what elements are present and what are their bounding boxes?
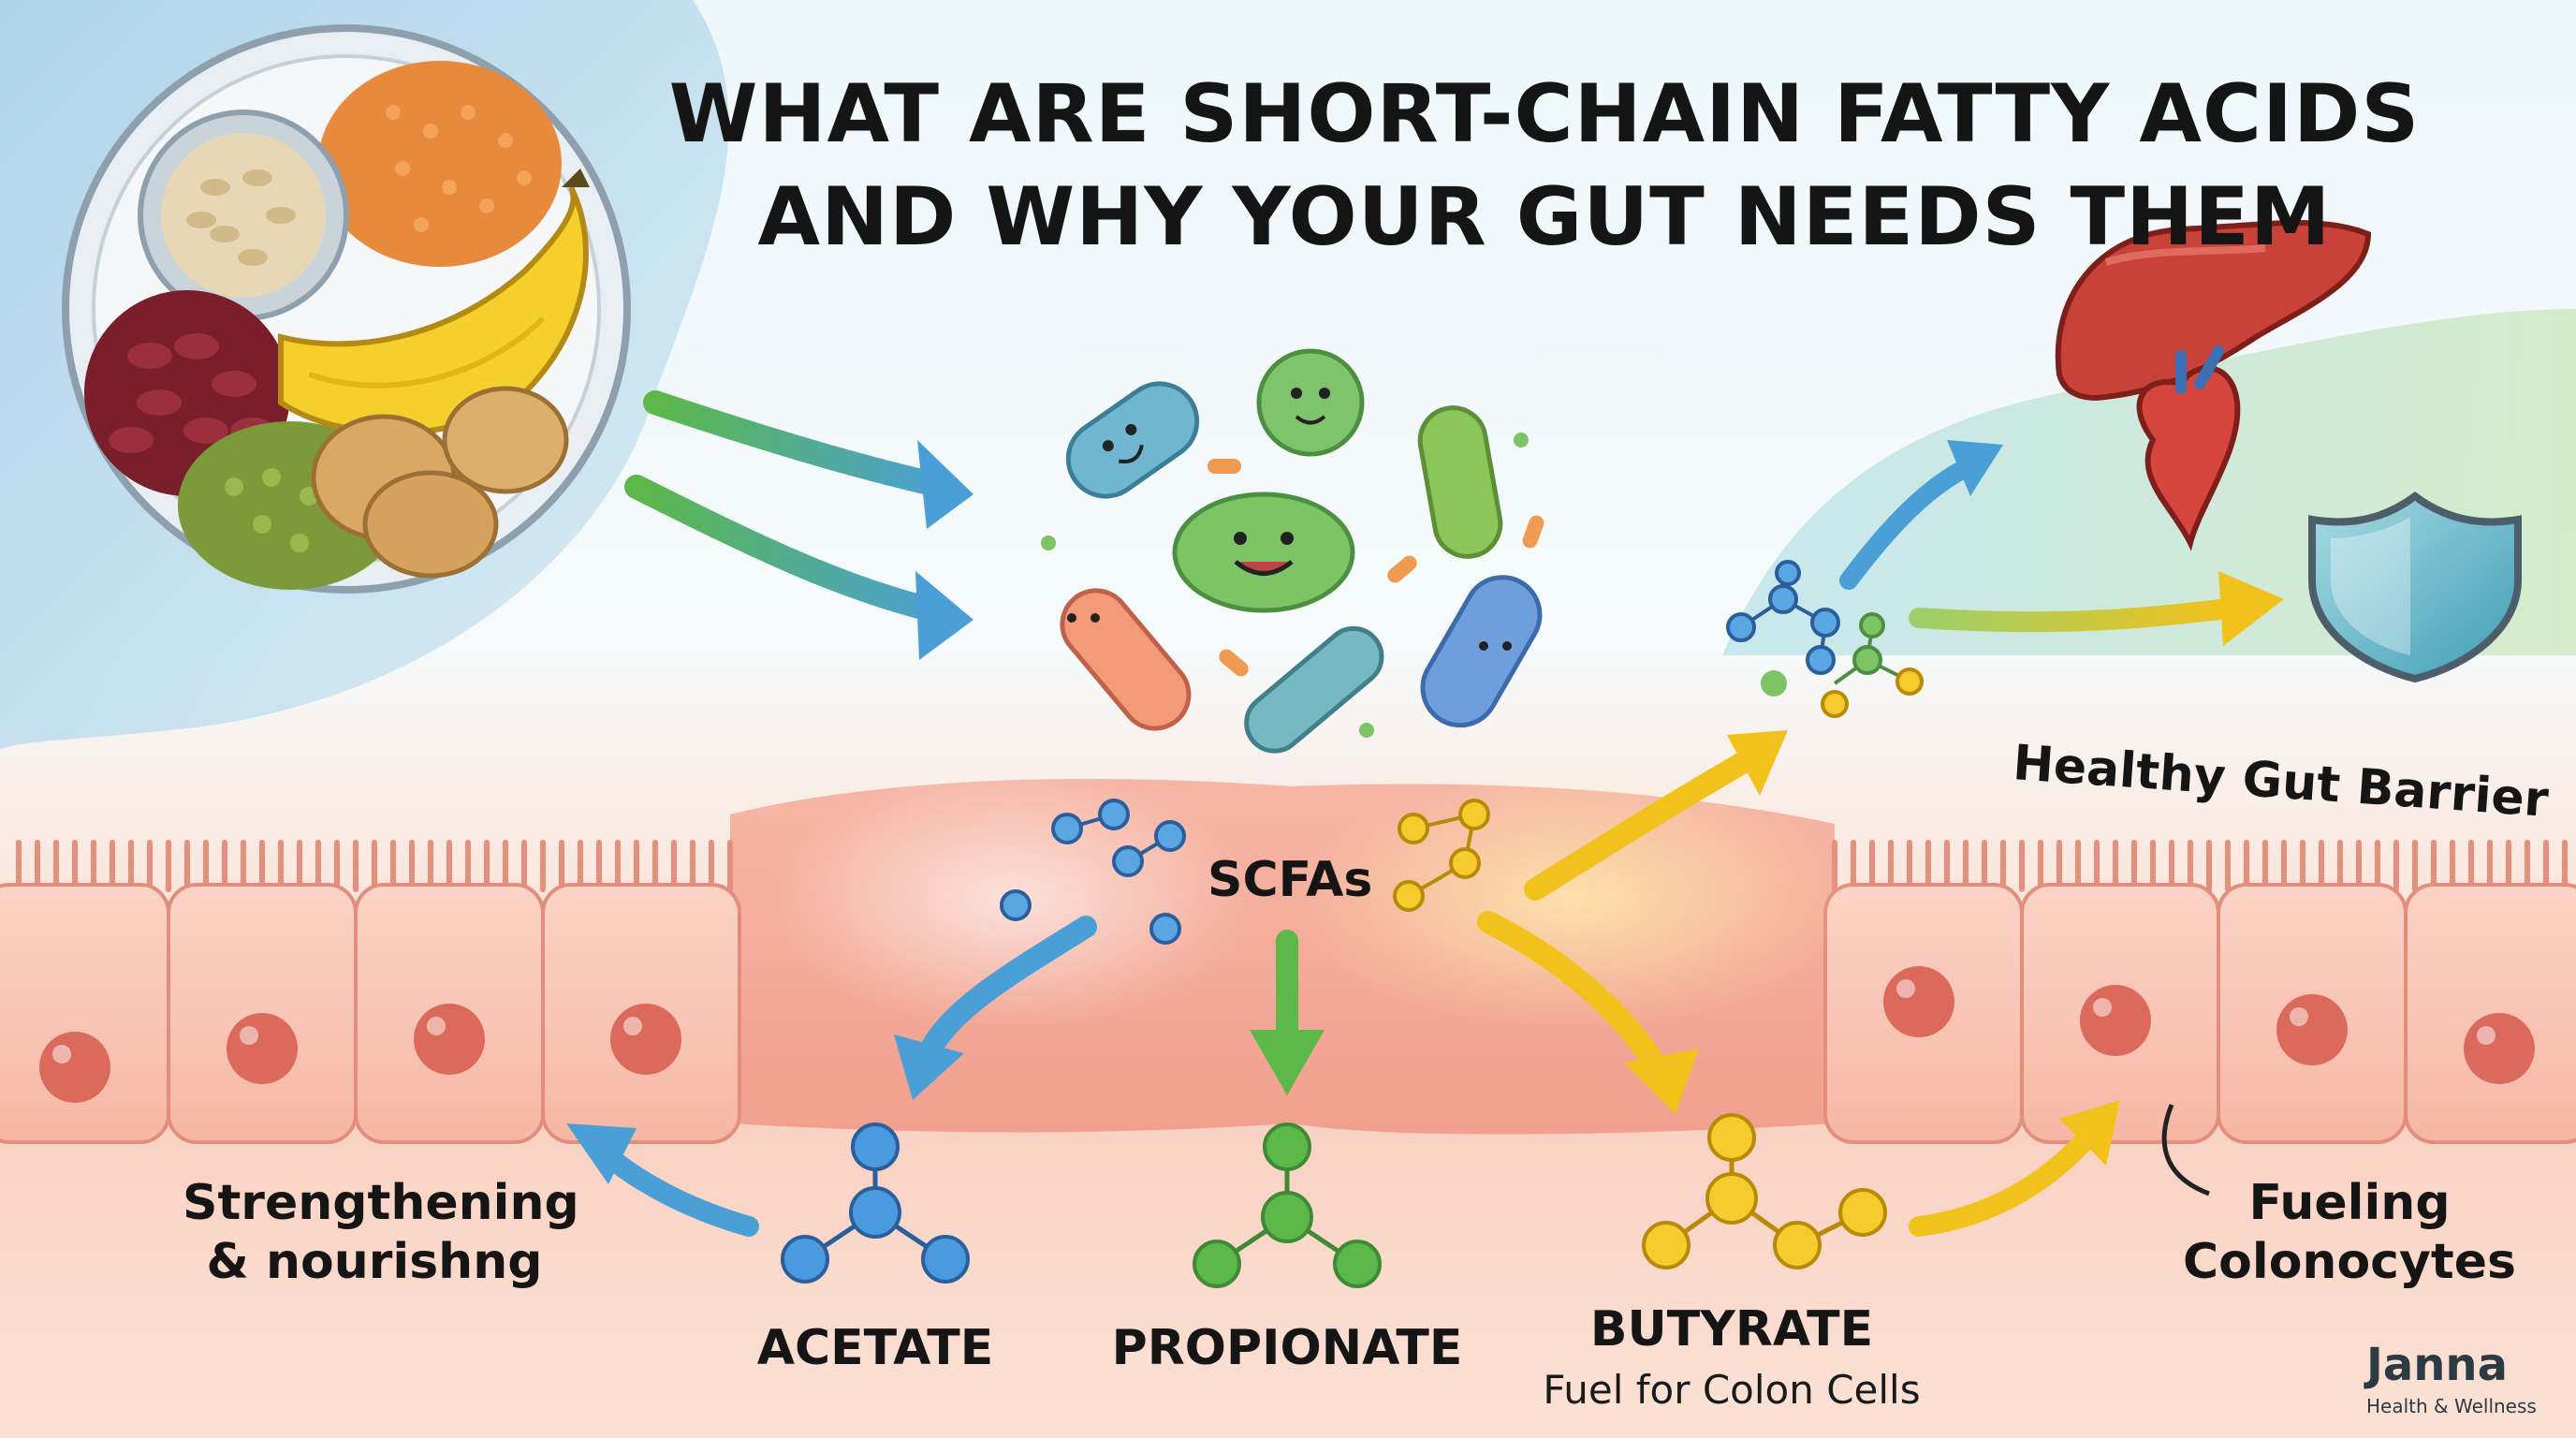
page-title-line1: WHAT ARE SHORT-CHAIN FATTY ACIDS: [668, 67, 2421, 161]
butyrate-subtitle: Fuel for Colon Cells: [1543, 1367, 1921, 1413]
heart-icon: [2136, 345, 2241, 551]
propionate-label: PROPIONATE: [1111, 1320, 1463, 1376]
molecule-icon: [1726, 560, 1924, 718]
strengthening-label-line2: & nourishng: [206, 1234, 543, 1290]
arrow-icon: [624, 390, 973, 660]
brand-logo: Janna: [2366, 1339, 2508, 1391]
fueling-label-line2: Colonocytes: [2183, 1234, 2516, 1290]
molecule-icon: [1000, 799, 1490, 945]
molecule-icon: [781, 1113, 1887, 1288]
fueling-label-line1: Fueling: [2248, 1175, 2451, 1231]
scfas-label: SCFAs: [1208, 852, 1373, 908]
arrow-icon: [566, 440, 2284, 1237]
bacteria-icon: [1041, 348, 1544, 754]
brand-tagline: Health & Wellness: [2366, 1395, 2537, 1417]
acetate-label: ACETATE: [756, 1320, 994, 1376]
food-plate-icon: [62, 24, 631, 594]
shield-icon: [2308, 492, 2522, 683]
page-title-line2: AND WHY YOUR GUT NEEDS THEM: [757, 170, 2332, 264]
butyrate-label: BUTYRATE: [1589, 1301, 1874, 1357]
liver-icon: [2055, 220, 2372, 402]
strengthening-label-line1: Strengthening: [183, 1175, 579, 1231]
